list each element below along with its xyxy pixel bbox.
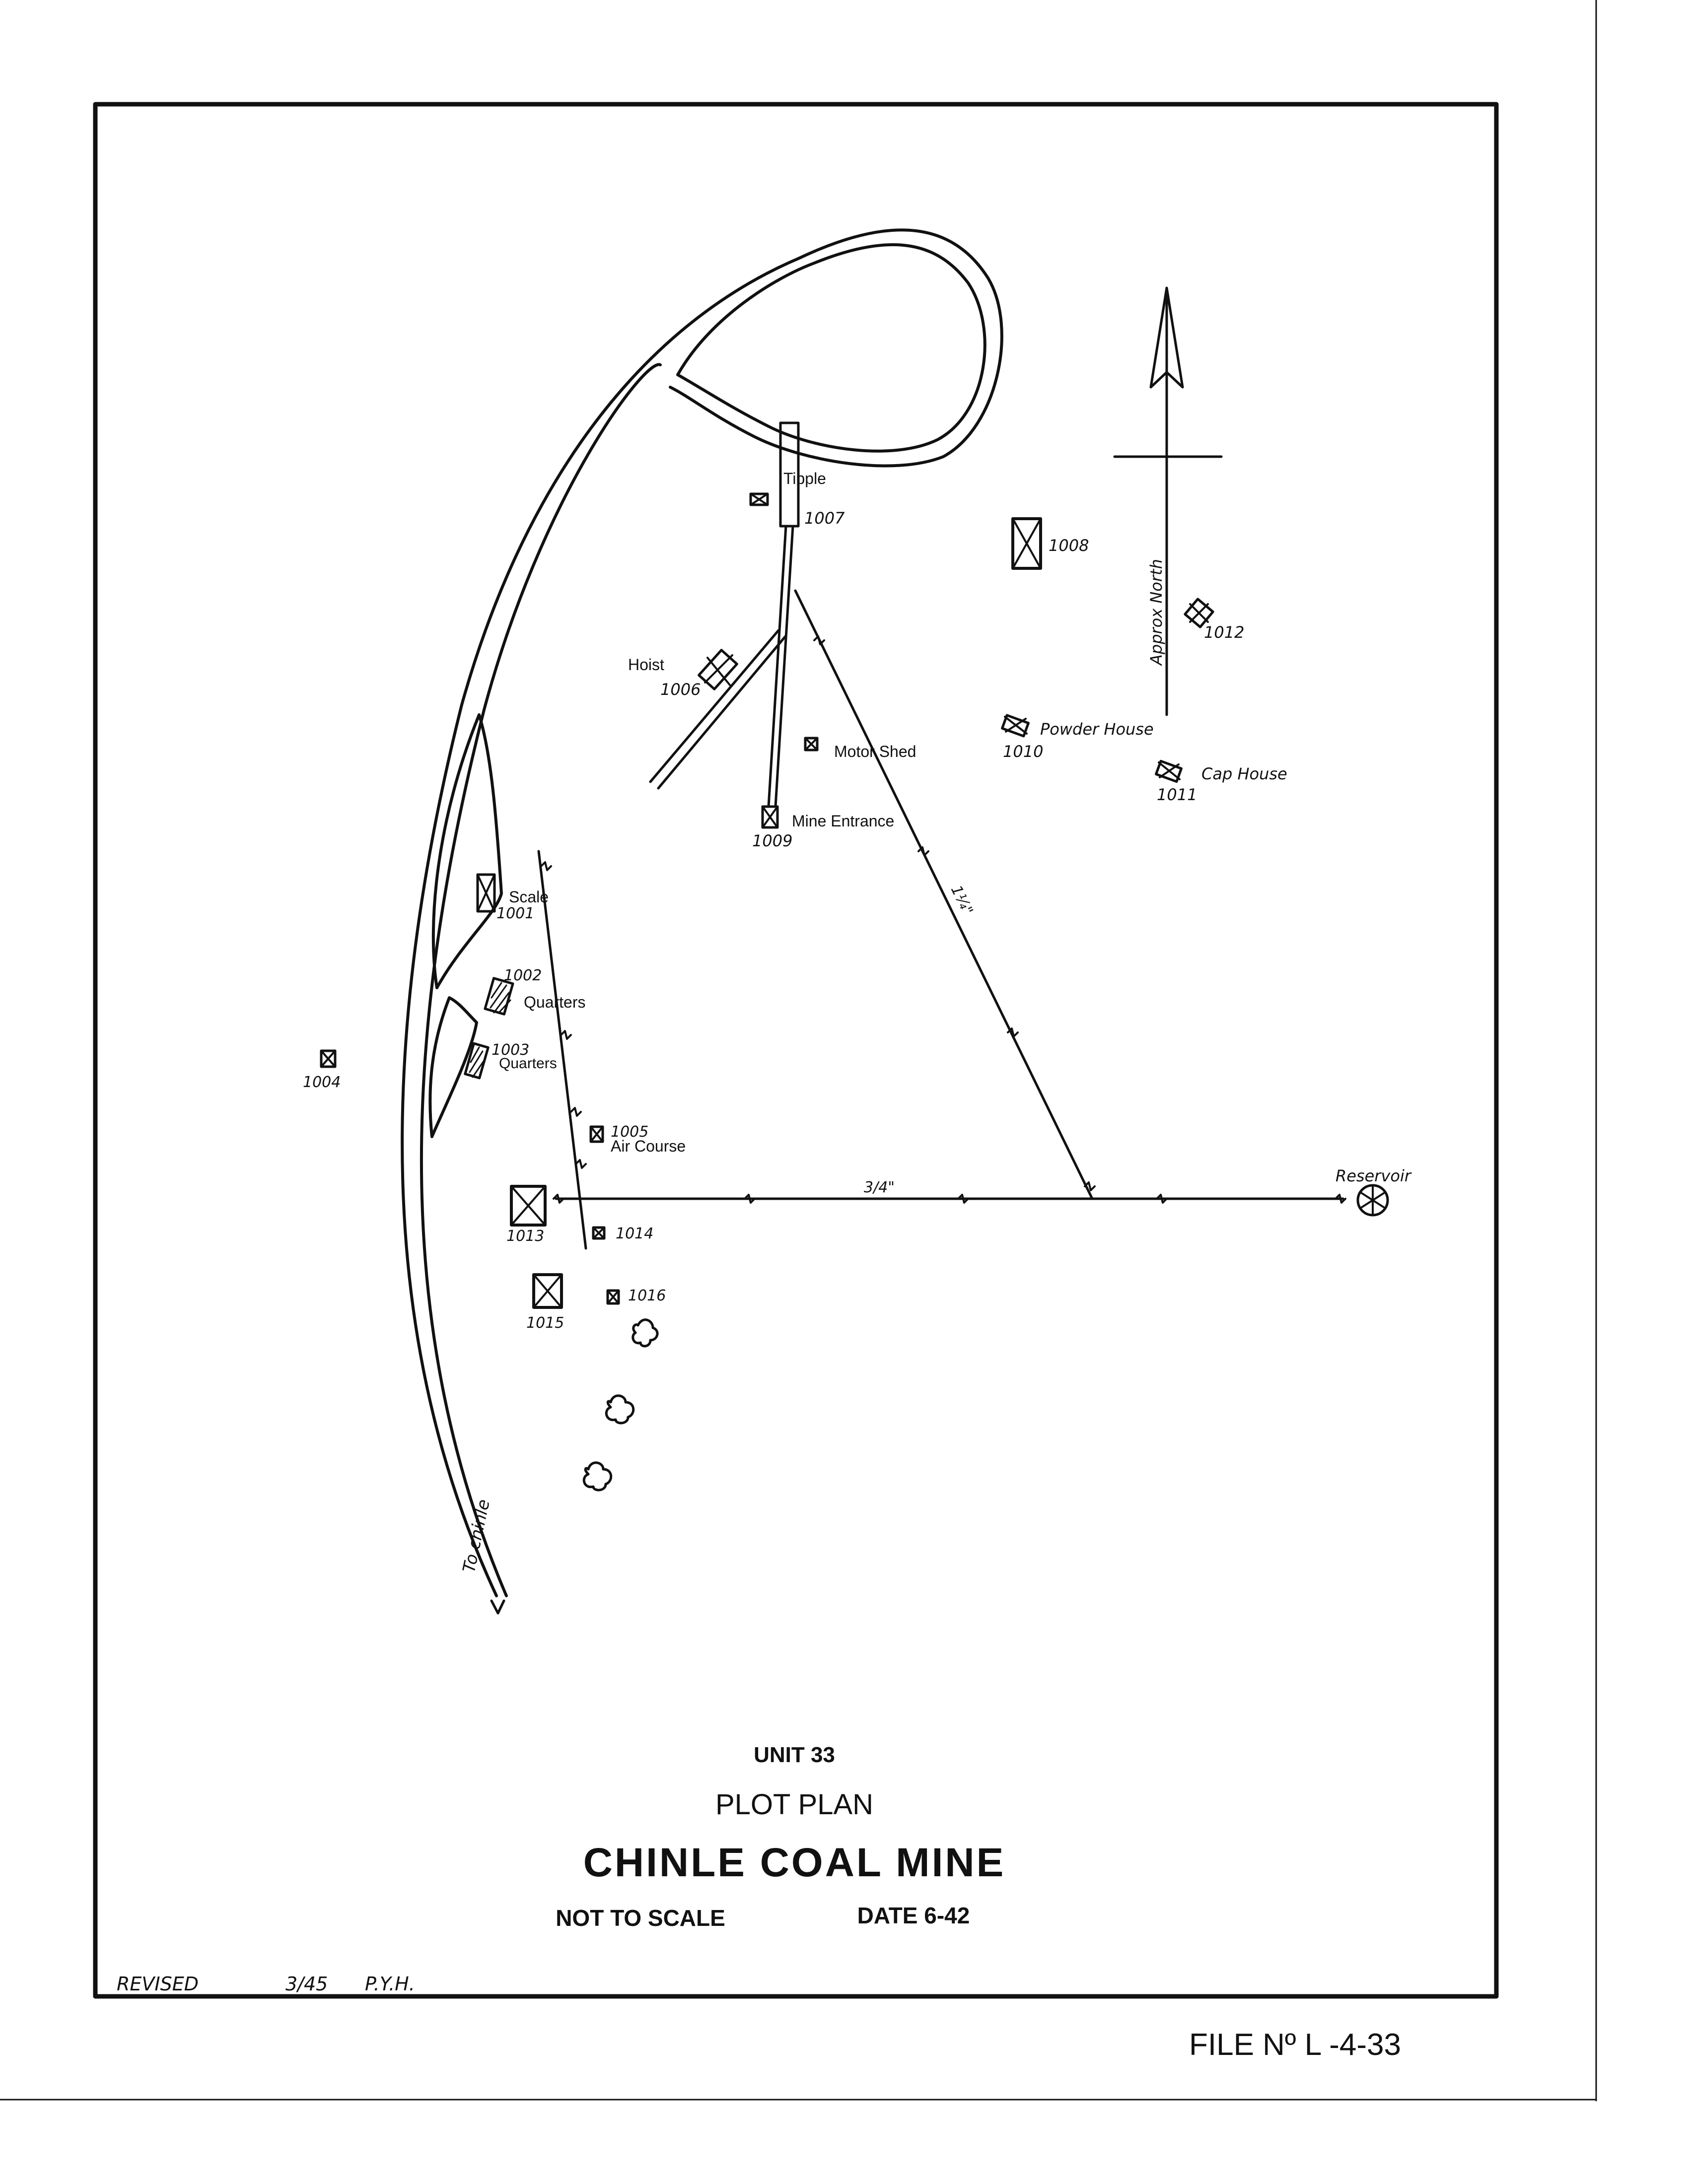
building-1012: 1012: [1184, 598, 1244, 642]
svg-text:REVISED: REVISED: [117, 1973, 199, 1995]
title-block: UNIT 33 PLOT PLAN CHINLE COAL MINE NOT T…: [556, 1743, 1006, 1931]
reservoir-label: Reservoir: [1336, 1166, 1412, 1185]
svg-text:1009: 1009: [752, 831, 792, 850]
building-1006: Hoist 1006: [628, 649, 738, 699]
north-label: Approx North: [1147, 559, 1166, 666]
svg-text:1007: 1007: [804, 509, 845, 528]
building-1016: 1016: [606, 1287, 666, 1305]
svg-text:Cap House: Cap House: [1201, 764, 1287, 783]
file-number: FILE Nº L -4-33: [1189, 2028, 1401, 2062]
motor-shed: Motor Shed: [804, 737, 916, 760]
building-1010: Powder House 1010: [1001, 714, 1154, 761]
svg-text:Mine Entrance: Mine Entrance: [792, 812, 894, 830]
building-1009: Mine Entrance 1009: [752, 805, 894, 850]
svg-text:1005: 1005: [611, 1123, 648, 1141]
svg-text:1008: 1008: [1049, 536, 1089, 555]
main-pipe-label: 3/4": [864, 1179, 895, 1196]
building-1013: 1013: [506, 1185, 547, 1245]
unit-number: UNIT 33: [754, 1743, 835, 1767]
svg-text:1006: 1006: [660, 680, 701, 699]
building-1003: 1003 Quarters: [464, 1041, 557, 1080]
svg-text:1012: 1012: [1204, 623, 1244, 642]
scale-note: NOT TO SCALE: [556, 1905, 725, 1931]
svg-text:P.Y.H.: P.Y.H.: [365, 1973, 415, 1995]
drawing-border: [93, 102, 1499, 1999]
svg-text:1004: 1004: [303, 1074, 341, 1091]
doc-type: PLOT PLAN: [715, 1788, 873, 1821]
svg-text:1015: 1015: [526, 1314, 564, 1332]
svg-text:Powder House: Powder House: [1040, 720, 1154, 739]
date-note: DATE 6-42: [857, 1903, 970, 1928]
svg-text:Quarters: Quarters: [524, 993, 585, 1011]
tree-icon: [605, 1394, 635, 1425]
road: To chinle: [401, 228, 1003, 1615]
svg-text:Hoist: Hoist: [628, 656, 664, 674]
tipple-conveyor: [649, 421, 800, 808]
building-1014: 1014: [592, 1225, 653, 1242]
building-1004: 1004: [303, 1049, 341, 1091]
svg-text:Motor Shed: Motor Shed: [834, 743, 916, 760]
building-1007: Tipple 1007: [749, 470, 845, 528]
svg-text:1001: 1001: [496, 905, 534, 922]
svg-text:1014: 1014: [616, 1225, 653, 1242]
svg-text:Scale: Scale: [509, 888, 549, 906]
buildings: Tipple 1007 1008 1012 Hoist 1006 Motor S…: [303, 470, 1287, 1332]
revision-note: REVISED 3/45 P.Y.H.: [117, 1973, 415, 1995]
building-1001: Scale 1001: [476, 873, 549, 922]
svg-text:Tipple: Tipple: [783, 470, 826, 487]
reservoir-icon: [1356, 1184, 1389, 1217]
svg-text:1011: 1011: [1157, 785, 1197, 804]
building-1008: 1008: [1011, 517, 1089, 570]
tree-icon: [582, 1461, 613, 1492]
svg-text:Quarters: Quarters: [499, 1055, 557, 1072]
building-1002: 1002 Quarters: [484, 967, 585, 1016]
road-label: To chinle: [459, 1498, 494, 1574]
tree-icon: [632, 1318, 659, 1348]
north-arrow: Approx North: [1113, 286, 1223, 716]
svg-text:1002: 1002: [504, 967, 542, 984]
svg-text:1013: 1013: [506, 1228, 544, 1245]
tree-icons: [582, 1318, 659, 1492]
svg-text:Air Course: Air Course: [611, 1137, 686, 1155]
svg-text:1016: 1016: [628, 1287, 666, 1304]
svg-text:3/45: 3/45: [285, 1973, 328, 1995]
svg-text:1010: 1010: [1003, 742, 1043, 761]
svg-text:1003: 1003: [492, 1041, 529, 1059]
building-1005: 1005 Air Course: [589, 1123, 686, 1155]
building-1011: Cap House 1011: [1155, 759, 1287, 804]
mine-name: CHINLE COAL MINE: [583, 1840, 1006, 1885]
building-1015: 1015: [526, 1273, 564, 1332]
pipe-lines: 3/4" 1¼" Reservoir: [537, 589, 1412, 1250]
